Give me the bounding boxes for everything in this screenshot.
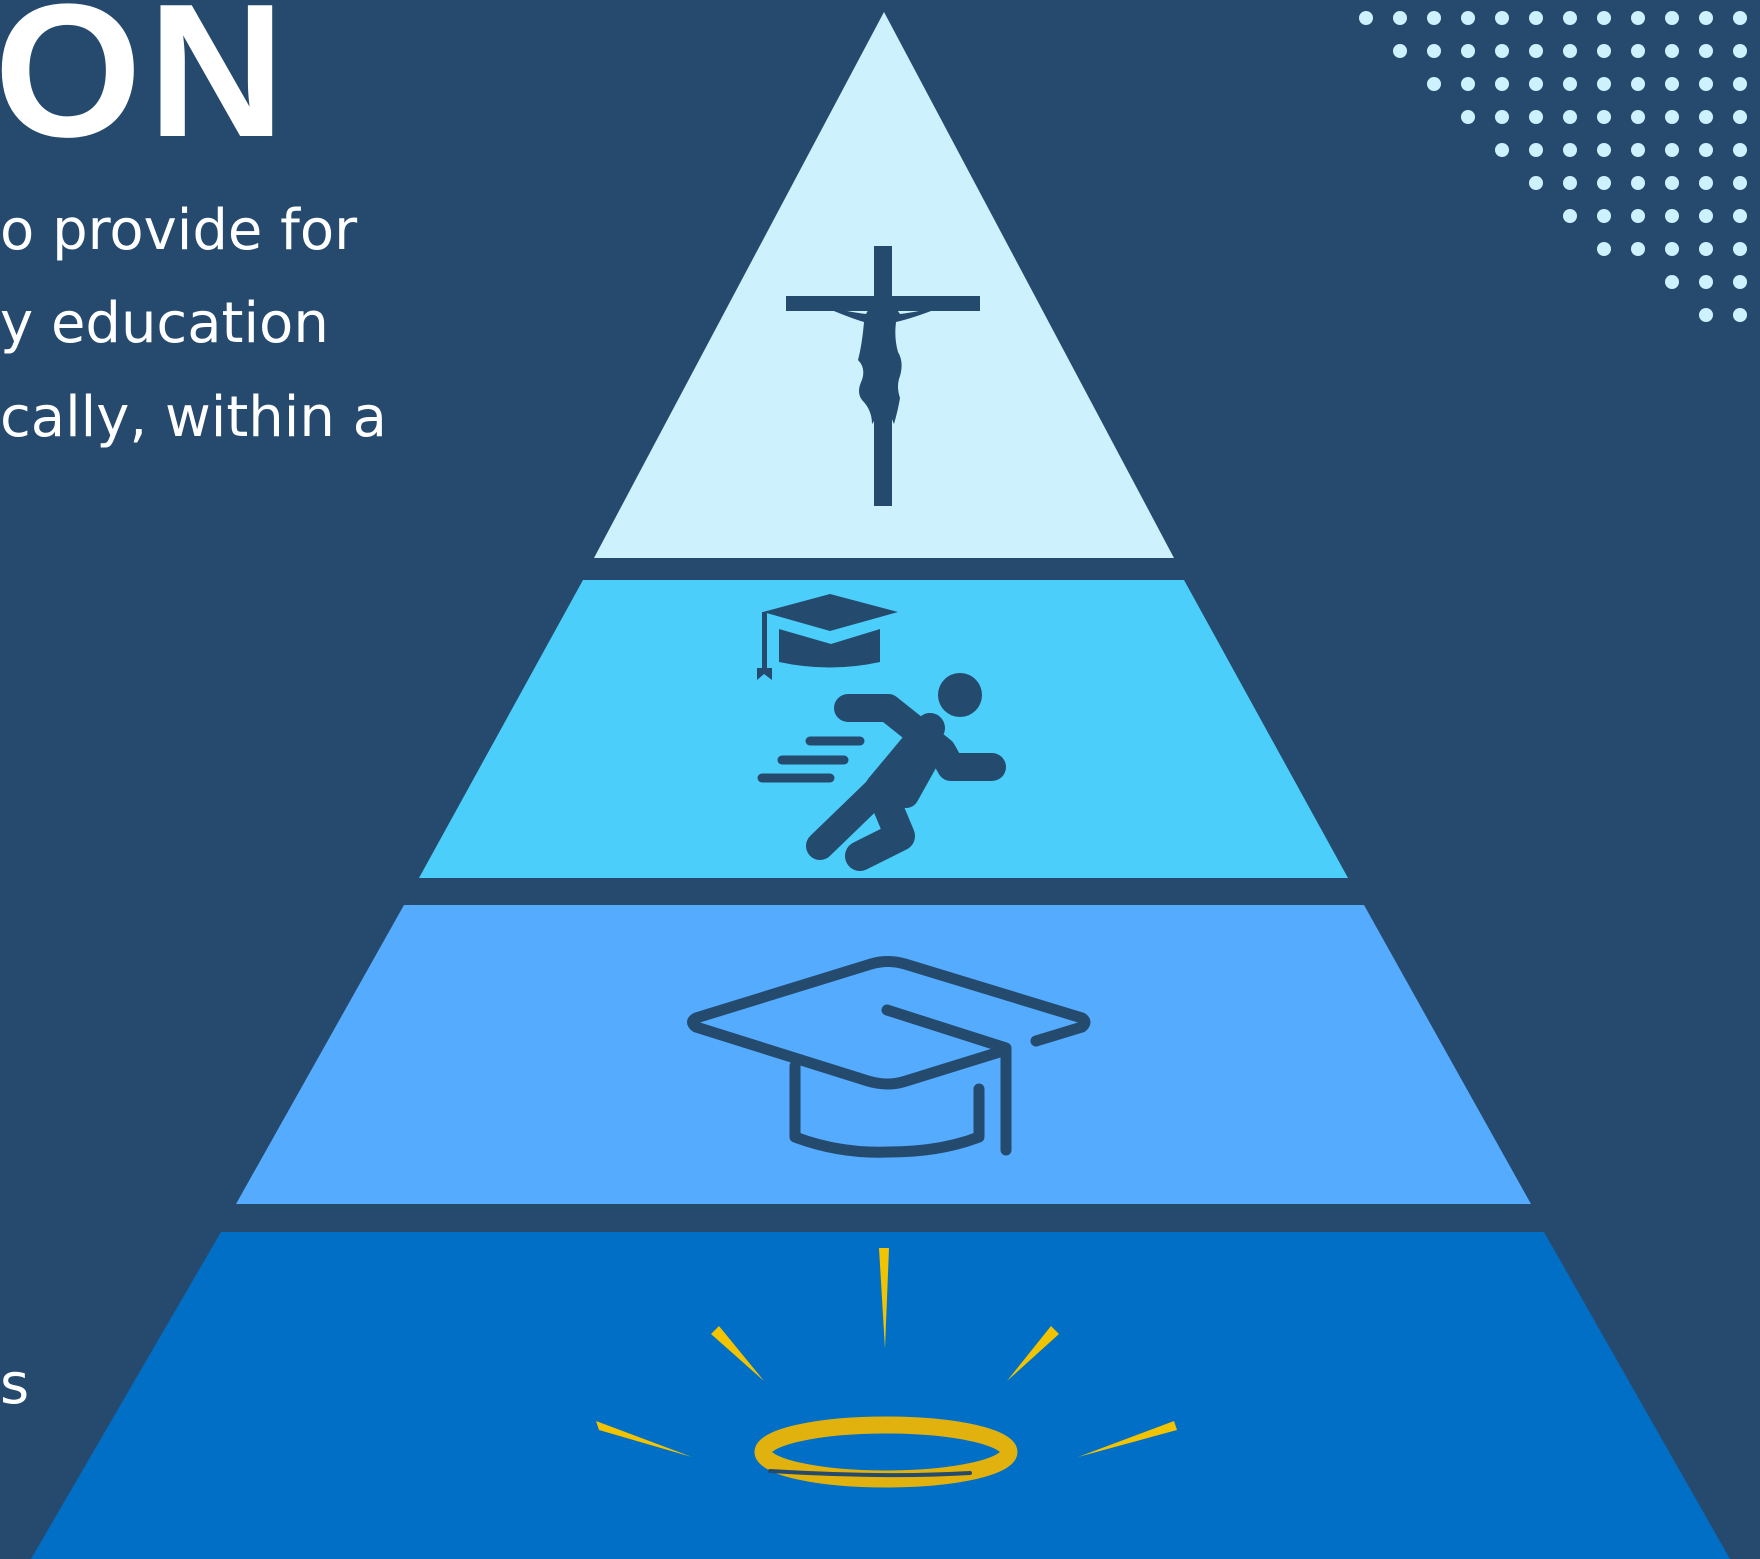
decorative-dot xyxy=(1597,44,1611,58)
decorative-dot xyxy=(1393,44,1407,58)
tier-academics xyxy=(236,905,1531,1204)
decorative-dot xyxy=(1699,44,1713,58)
decorative-dot xyxy=(1495,143,1509,157)
decorative-dot xyxy=(1631,176,1645,190)
decorative-dot xyxy=(1529,77,1543,91)
crucifix-icon xyxy=(786,246,980,506)
decorative-dot xyxy=(1665,77,1679,91)
decorative-dot xyxy=(1597,209,1611,223)
decorative-dot xyxy=(1631,11,1645,25)
decorative-dot xyxy=(1699,143,1713,157)
decorative-dot xyxy=(1699,176,1713,190)
decorative-dot xyxy=(1665,143,1679,157)
decorative-dot xyxy=(1597,11,1611,25)
decorative-dot xyxy=(1563,110,1577,124)
decorative-dot xyxy=(1427,11,1441,25)
decorative-dot xyxy=(1699,209,1713,223)
decorative-dot xyxy=(1529,143,1543,157)
decorative-dot xyxy=(1665,44,1679,58)
graduation-cap-small-icon xyxy=(757,594,898,680)
decorative-dot xyxy=(1631,110,1645,124)
decorative-dot xyxy=(1427,77,1441,91)
decorative-dot xyxy=(1597,110,1611,124)
decorative-dot xyxy=(1529,44,1543,58)
decorative-dot xyxy=(1733,44,1747,58)
decorative-dot xyxy=(1631,242,1645,256)
decorative-dot xyxy=(1495,77,1509,91)
decorative-dot xyxy=(1699,275,1713,289)
tier-activities xyxy=(419,580,1348,878)
decorative-dot xyxy=(1359,11,1373,25)
decorative-dot xyxy=(1665,242,1679,256)
decorative-dot xyxy=(1563,44,1577,58)
decorative-dot xyxy=(1665,275,1679,289)
decorative-dot xyxy=(1563,176,1577,190)
decorative-dot xyxy=(1393,11,1407,25)
decorative-dot xyxy=(1563,209,1577,223)
decorative-dot xyxy=(1733,176,1747,190)
decorative-dot xyxy=(1699,308,1713,322)
decorative-dot xyxy=(1733,77,1747,91)
decorative-dot xyxy=(1733,209,1747,223)
decorative-dot xyxy=(1427,44,1441,58)
body-text-line-2: y education xyxy=(0,291,329,356)
decorative-dot xyxy=(1733,308,1747,322)
decorative-dot xyxy=(1733,143,1747,157)
decorative-dot xyxy=(1461,110,1475,124)
body-text-line-4: s xyxy=(0,1352,30,1417)
decorative-dot xyxy=(1733,275,1747,289)
decorative-dot xyxy=(1733,242,1747,256)
decorative-dot xyxy=(1461,77,1475,91)
halo-icon xyxy=(596,1248,1177,1488)
body-text-line-3: cally, within a xyxy=(0,385,387,450)
decorative-dot xyxy=(1665,209,1679,223)
decorative-dot xyxy=(1495,110,1509,124)
decorative-dot xyxy=(1699,242,1713,256)
decorative-dot xyxy=(1461,11,1475,25)
decorative-dot xyxy=(1563,77,1577,91)
decorative-dot xyxy=(1631,209,1645,223)
tier-virtue xyxy=(31,1232,1730,1559)
heading: ON xyxy=(0,0,291,177)
decorative-dot xyxy=(1733,110,1747,124)
decorative-dot xyxy=(1529,110,1543,124)
decorative-dot xyxy=(1665,110,1679,124)
decorative-dot xyxy=(1597,242,1611,256)
decorative-dot xyxy=(1495,44,1509,58)
decorative-dot xyxy=(1699,110,1713,124)
decorative-dot xyxy=(1631,44,1645,58)
body-text-line-1: o provide for xyxy=(0,198,358,263)
decorative-dot xyxy=(1665,176,1679,190)
tier-faith xyxy=(594,12,1174,558)
decorative-dot xyxy=(1631,77,1645,91)
decorative-dot xyxy=(1495,11,1509,25)
running-person-icon xyxy=(757,673,1006,871)
decorative-dot xyxy=(1699,11,1713,25)
decorative-dot xyxy=(1733,11,1747,25)
dot-pattern xyxy=(1359,11,1747,322)
decorative-dot xyxy=(1699,77,1713,91)
decorative-dot xyxy=(1631,143,1645,157)
decorative-dot xyxy=(1529,11,1543,25)
decorative-dot xyxy=(1563,143,1577,157)
decorative-dot xyxy=(1529,176,1543,190)
decorative-dot xyxy=(1597,143,1611,157)
decorative-dot xyxy=(1597,77,1611,91)
graduation-cap-icon xyxy=(687,956,1091,1158)
decorative-dot xyxy=(1563,11,1577,25)
decorative-dot xyxy=(1461,44,1475,58)
decorative-dot xyxy=(1665,11,1679,25)
decorative-dot xyxy=(1597,176,1611,190)
